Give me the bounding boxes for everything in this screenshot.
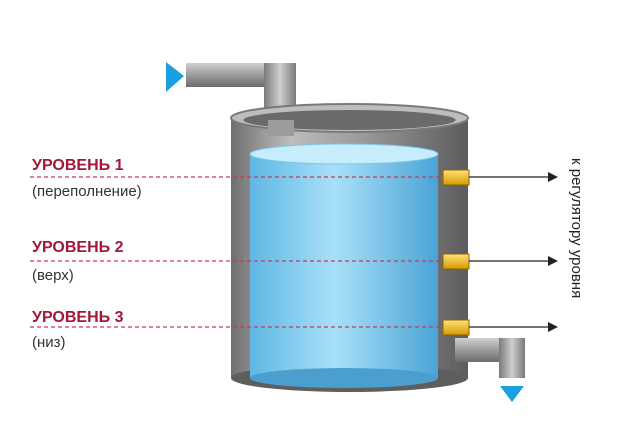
level-3-title: УРОВЕНЬ 3: [32, 309, 124, 326]
outlet-pipe: [455, 338, 525, 378]
outlet-arrow-icon: [500, 386, 524, 402]
level-1-subtitle: (переполнение): [32, 183, 142, 200]
level-2-title: УРОВЕНЬ 2: [32, 239, 124, 256]
side-label: к регулятору уровня: [568, 158, 585, 298]
level-1-title: УРОВЕНЬ 1: [32, 157, 124, 174]
signal-lines: [469, 172, 558, 332]
level-sensor-icon: [442, 169, 470, 186]
level-3-subtitle: (низ): [32, 334, 66, 351]
inlet-arrow-icon: [166, 62, 184, 92]
level-sensor-icon: [442, 319, 470, 336]
water: [249, 143, 439, 388]
level-sensor-icon: [442, 253, 470, 270]
level-2-subtitle: (верх): [32, 267, 74, 284]
inlet-pipe-end: [268, 120, 294, 136]
inlet-pipe: [186, 63, 296, 138]
